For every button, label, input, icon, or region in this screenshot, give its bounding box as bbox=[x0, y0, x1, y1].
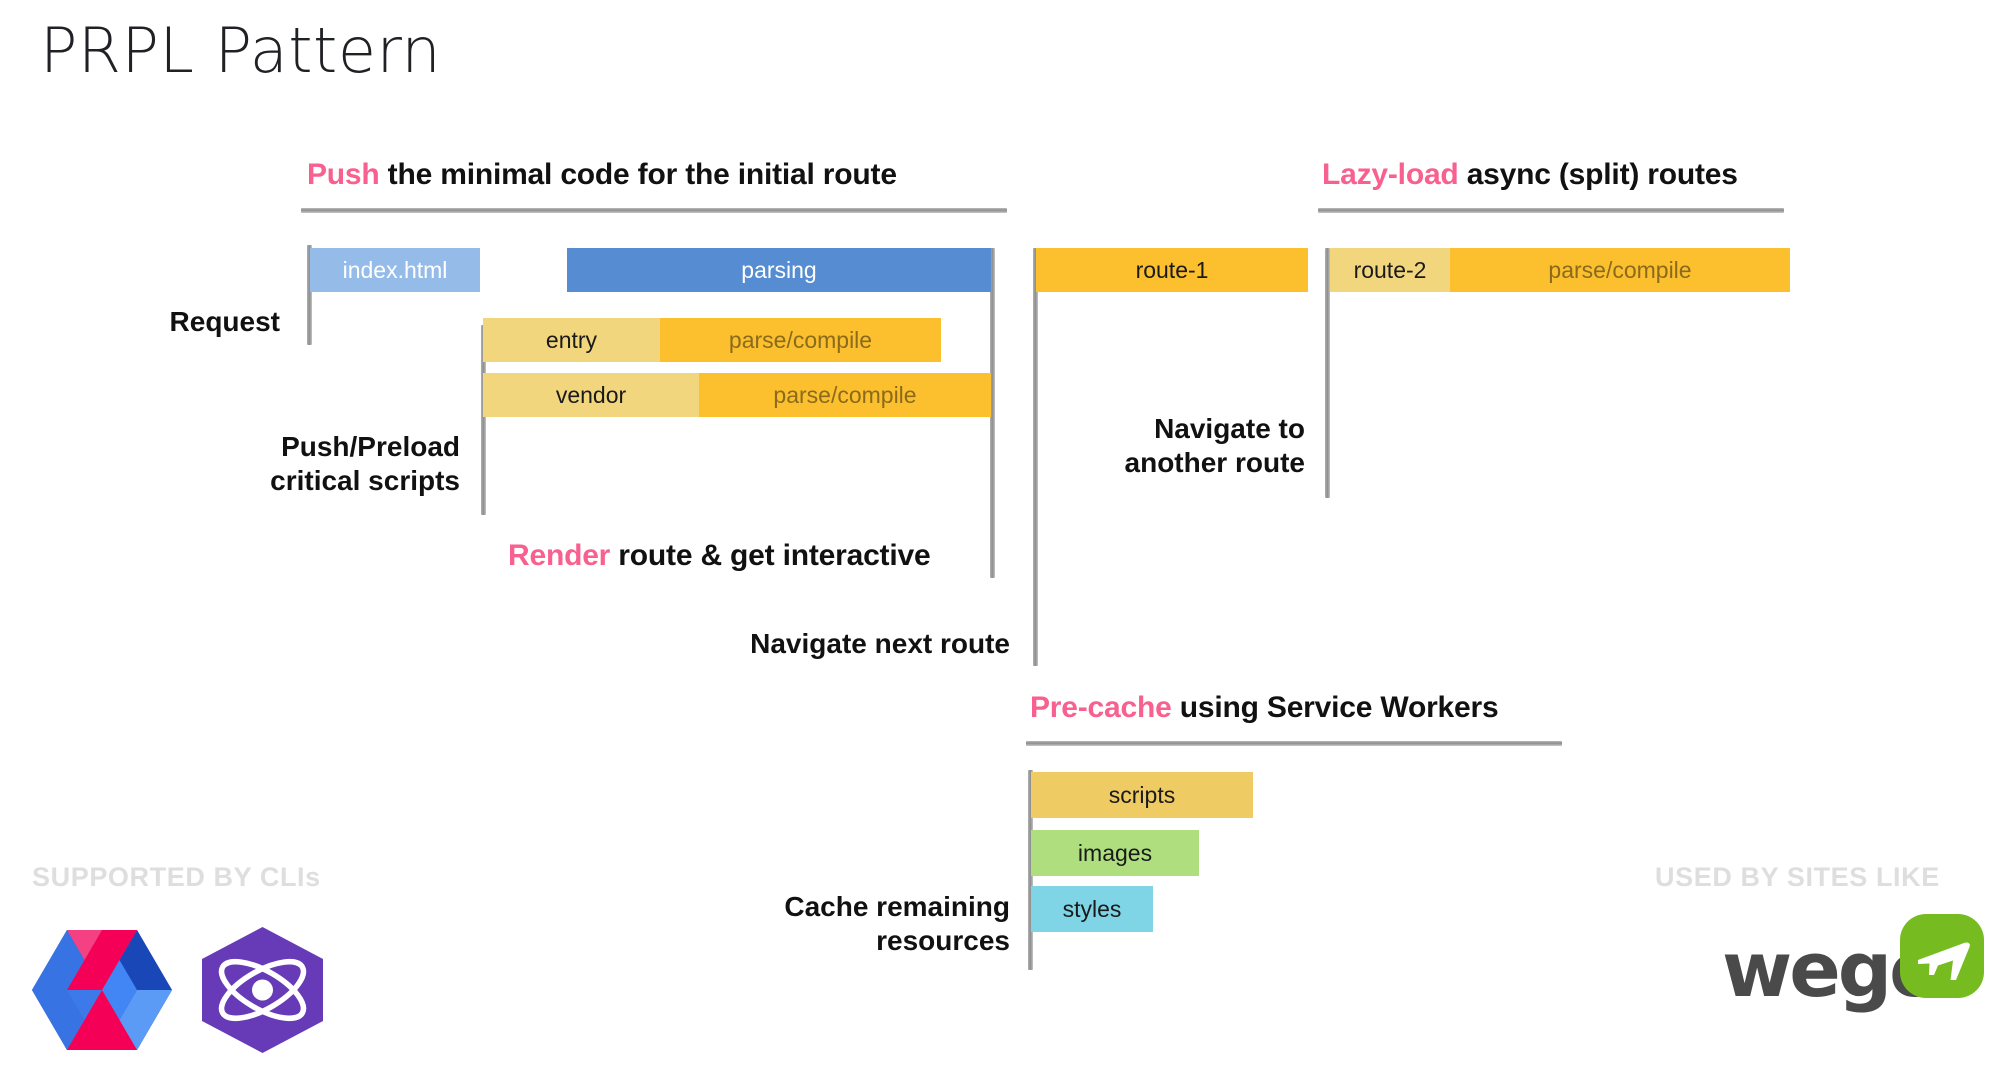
inline-keyword-render: Render bbox=[508, 539, 611, 572]
polymer-logo bbox=[32, 930, 172, 1050]
timeline-guide-navigate-next bbox=[1033, 248, 1038, 666]
bar-segment-entry-parse-compile: parse/compile bbox=[660, 318, 941, 362]
timeline-guide-push-preload bbox=[481, 325, 486, 515]
section-rule-lazy-load bbox=[1318, 208, 1784, 213]
bar-segment-route-2: route-2 bbox=[1330, 248, 1450, 292]
bar-vendor: vendor parse/compile bbox=[483, 373, 991, 417]
bar-segment-vendor-parse-compile: parse/compile bbox=[699, 373, 991, 417]
section-heading-precache: Pre-cache using Service Workers bbox=[1030, 691, 1499, 725]
bar-segment-vendor: vendor bbox=[483, 373, 699, 417]
section-keyword-precache: Pre-cache bbox=[1030, 691, 1172, 724]
bar-route-1: route-1 bbox=[1036, 248, 1308, 292]
section-rule-precache bbox=[1026, 741, 1562, 746]
inline-heading-render: Render route & get interactive bbox=[508, 539, 931, 573]
row-label-push-preload: Push/Preload critical scripts bbox=[270, 431, 460, 497]
bar-segment-entry: entry bbox=[483, 318, 660, 362]
footer-caption-used-by: USED BY SITES LIKE bbox=[1655, 862, 1940, 892]
bar-segment-parsing: parsing bbox=[567, 248, 991, 292]
row-label-request: Request bbox=[169, 306, 280, 337]
row-label-navigate-next: Navigate next route bbox=[750, 628, 1010, 659]
bar-segment-images: images bbox=[1031, 830, 1199, 876]
section-rest-precache: using Service Workers bbox=[1171, 691, 1499, 724]
section-rest-push: the minimal code for the initial route bbox=[379, 158, 897, 191]
row-label-cache-remaining: Cache remaining resources bbox=[784, 891, 1010, 957]
section-keyword-lazy-load: Lazy-load bbox=[1322, 158, 1459, 191]
footer-caption-supported-by: SUPPORTED BY CLIs bbox=[32, 862, 321, 892]
page-title: PRPL Pattern bbox=[40, 14, 442, 87]
bar-segment-route-2-parse-compile: parse/compile bbox=[1450, 248, 1790, 292]
bar-route-2: route-2 parse/compile bbox=[1330, 248, 1790, 292]
section-rule-push bbox=[301, 208, 1007, 213]
section-heading-push: Push the minimal code for the initial ro… bbox=[307, 158, 897, 192]
section-rest-lazy-load: async (split) routes bbox=[1458, 158, 1738, 191]
bar-segment-styles: styles bbox=[1031, 886, 1153, 932]
section-heading-lazy-load: Lazy-load async (split) routes bbox=[1322, 158, 1738, 192]
bar-scripts: scripts bbox=[1031, 772, 1253, 818]
bar-parsing: parsing bbox=[567, 248, 991, 292]
preact-logo bbox=[195, 925, 330, 1055]
bar-styles: styles bbox=[1031, 886, 1153, 932]
bar-segment-index-html: index.html bbox=[310, 248, 480, 292]
row-label-navigate-another: Navigate to another route bbox=[1124, 413, 1305, 479]
wego-plane-icon bbox=[1898, 912, 1986, 1000]
timeline-guide-request bbox=[307, 245, 312, 345]
timeline-guide-cache bbox=[1028, 770, 1033, 970]
bar-segment-scripts: scripts bbox=[1031, 772, 1253, 818]
bar-segment-route-1: route-1 bbox=[1036, 248, 1308, 292]
timeline-guide-navigate-another bbox=[1325, 248, 1330, 498]
timeline-guide-render bbox=[990, 248, 995, 578]
bar-entry: entry parse/compile bbox=[483, 318, 941, 362]
bar-images: images bbox=[1031, 830, 1199, 876]
inline-rest-render: route & get interactive bbox=[610, 539, 931, 572]
bar-index-html: index.html bbox=[310, 248, 480, 292]
section-keyword-push: Push bbox=[307, 158, 380, 191]
